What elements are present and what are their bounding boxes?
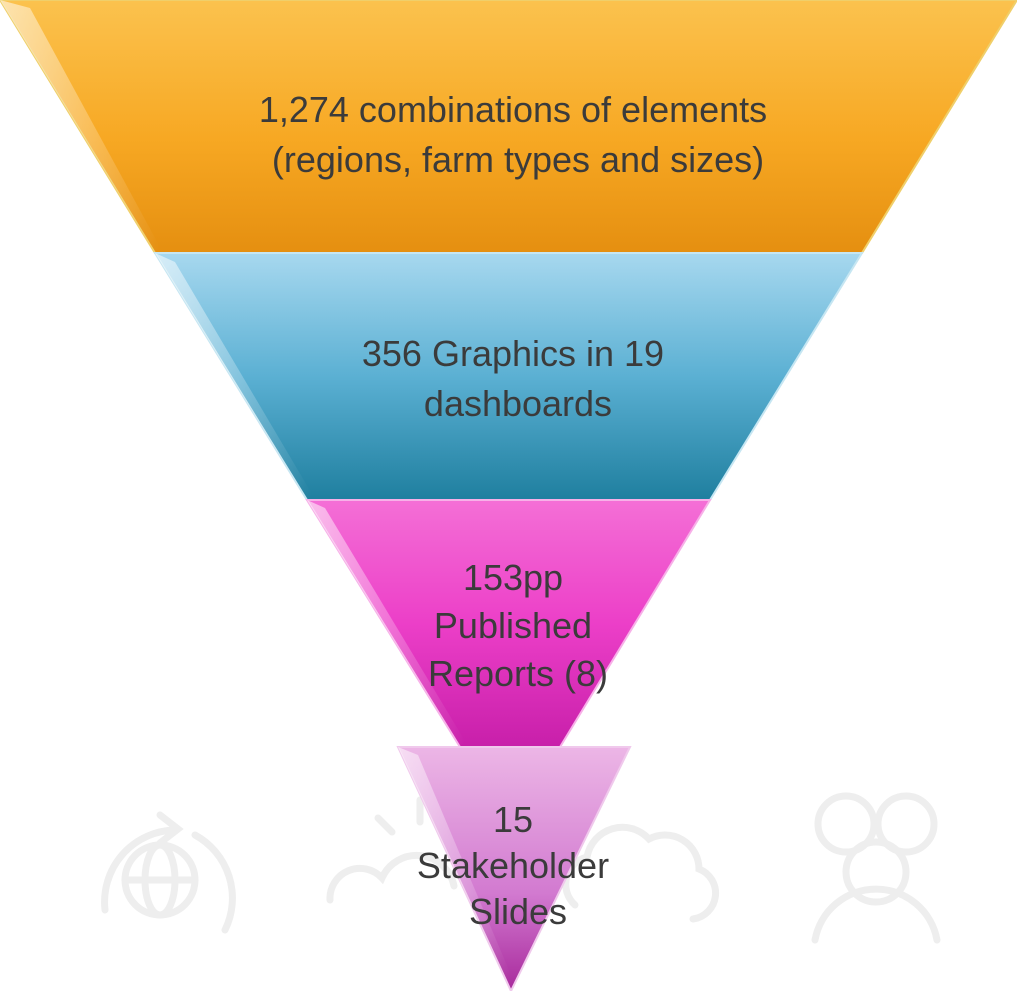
tier-3-label: 153pp Published Reports (8) <box>428 557 608 694</box>
tier-4-line-2: Stakeholder <box>417 845 609 886</box>
tier-4-line-1: 15 <box>493 799 533 840</box>
tier-2-line-2: dashboards <box>424 383 612 424</box>
tier-3-line-1: 153pp <box>463 557 563 598</box>
tier-3-line-3: Reports (8) <box>428 653 608 694</box>
funnel-tier-2: 356 Graphics in 19 dashboards <box>153 252 864 501</box>
globe-cycle-icon <box>101 811 236 934</box>
funnel-tier-1: 1,274 combinations of elements (regions,… <box>0 0 1017 254</box>
tier-4-label: 15 Stakeholder Slides <box>417 799 619 932</box>
cloud-icon <box>562 823 720 923</box>
funnel-tier-3: 153pp Published Reports (8) <box>305 499 712 748</box>
tier-1-line-1: 1,274 combinations of elements <box>259 89 767 130</box>
funnel-tier-4: 15 Stakeholder Slides <box>396 746 632 991</box>
tier-1-line-2: (regions, farm types and sizes) <box>272 139 764 180</box>
tier-4-line-3: Slides <box>469 891 567 932</box>
tier-2-label: 356 Graphics in 19 dashboards <box>362 333 674 424</box>
people-group-icon <box>811 792 941 944</box>
tier-1-label: 1,274 combinations of elements (regions,… <box>259 89 777 180</box>
tier-3-line-2: Published <box>434 605 592 646</box>
tier-2-line-1: 356 Graphics in 19 <box>362 333 664 374</box>
